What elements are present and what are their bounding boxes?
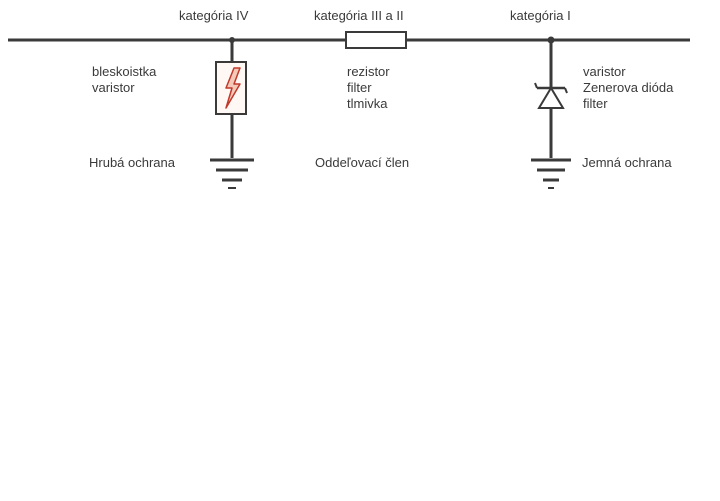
ground-icon xyxy=(210,158,254,189)
category-i-label: kategória I xyxy=(510,8,571,23)
component-label: filter xyxy=(347,80,372,95)
category-iv-label: kategória IV xyxy=(179,8,249,23)
category-iii-ii-label: kategória III a II xyxy=(314,8,404,23)
decoupling-element-label: Oddeľovací člen xyxy=(315,155,410,170)
component-label: filter xyxy=(583,96,608,111)
fine-components-list: varistor Zenerova dióda filter xyxy=(583,64,673,112)
component-label: tlmivka xyxy=(347,96,388,111)
component-label: varistor xyxy=(92,80,135,95)
zener-diode-icon xyxy=(534,82,568,109)
component-label: Zenerova dióda xyxy=(583,80,674,95)
ground-icon xyxy=(531,158,571,189)
decoupling-components-list: rezistor filter tlmivka xyxy=(347,64,390,112)
fine-protection-label: Jemná ochrana xyxy=(582,155,672,170)
resistor-box xyxy=(345,31,407,49)
component-label: rezistor xyxy=(347,64,390,79)
lightning-bolt-icon xyxy=(225,67,241,109)
component-label: varistor xyxy=(583,64,626,79)
coarse-components-list: bleskoistka varistor xyxy=(92,64,156,96)
component-label: bleskoistka xyxy=(92,64,157,79)
coarse-protection-label: Hrubá ochrana xyxy=(89,155,175,170)
